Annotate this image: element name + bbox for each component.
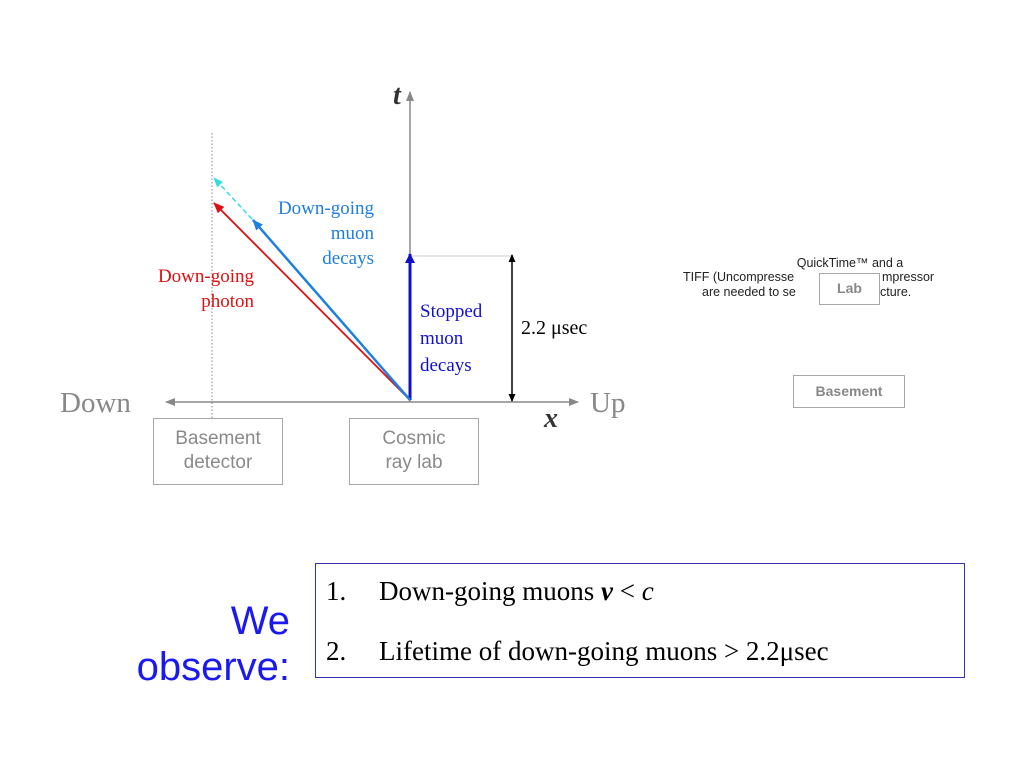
muon-label-line1: Down-going (277, 198, 374, 219)
down-label: Down (60, 387, 131, 419)
down-going-photon-label: Down-going photon (120, 264, 254, 314)
x-axis-label: x (544, 403, 558, 434)
quicktime-line3a: are needed to se (702, 285, 796, 299)
observation-item-1: 1. Down-going muons v < c (326, 576, 654, 607)
item1-text: Down-going muons (379, 576, 601, 606)
photon-worldline (213, 202, 411, 401)
cosmic-ray-lab-box: Cosmic ray lab (349, 418, 479, 485)
item1-lt: < (612, 576, 642, 606)
muon-dashed-extension (213, 177, 253, 220)
observe-heading-line1: We (230, 599, 290, 643)
basement-detector-box: Basement detector (153, 418, 283, 485)
observation-list: 1. Down-going muons v < c 2. Lifetime of d… (315, 563, 965, 678)
stopped-muon-label: Stopped muon decays (420, 298, 482, 379)
photon-label-line1: Down-going (157, 266, 254, 287)
quicktime-line2b: mpressor (882, 270, 935, 284)
basement-detector-line2: detector (183, 452, 253, 473)
item1-c: c (641, 576, 654, 606)
cosmic-ray-lab-line2: ray lab (385, 452, 443, 473)
lab-box: Lab (819, 273, 880, 305)
quicktime-line2a: TIFF (Uncompresse (683, 270, 795, 284)
photon-label-line2: photon (201, 291, 254, 312)
item1-v: v (601, 576, 613, 606)
muon-worldline (252, 219, 411, 401)
item1-number: 1. (326, 576, 347, 606)
observation-item-2: 2. Lifetime of down-going muons > 2.2μsec (326, 636, 829, 667)
down-going-muon-label: Down-going muon decays (244, 196, 374, 271)
stopped-label-line2: muon (420, 328, 464, 349)
lifetime-label: 2.2 μsec (521, 317, 588, 339)
quicktime-line1: QuickTime™ and a (796, 256, 904, 270)
observe-heading-line2: observe: (136, 645, 290, 689)
item2-number: 2. (326, 636, 347, 666)
cosmic-ray-lab-line1: Cosmic (382, 428, 446, 449)
basement-detector-line1: Basement (175, 428, 261, 449)
muon-label-line2: muon (330, 223, 374, 244)
item2-text: Lifetime of down-going muons > 2.2μsec (379, 636, 829, 666)
stopped-label-line1: Stopped (420, 301, 483, 322)
t-axis-label: t (393, 80, 401, 111)
observe-heading: We observe: (100, 598, 290, 690)
stopped-label-line3: decays (420, 355, 472, 376)
basement-box: Basement (793, 375, 905, 408)
up-label: Up (590, 387, 626, 419)
muon-label-line3: decays (322, 248, 374, 269)
quicktime-line3b: cture. (880, 285, 912, 299)
